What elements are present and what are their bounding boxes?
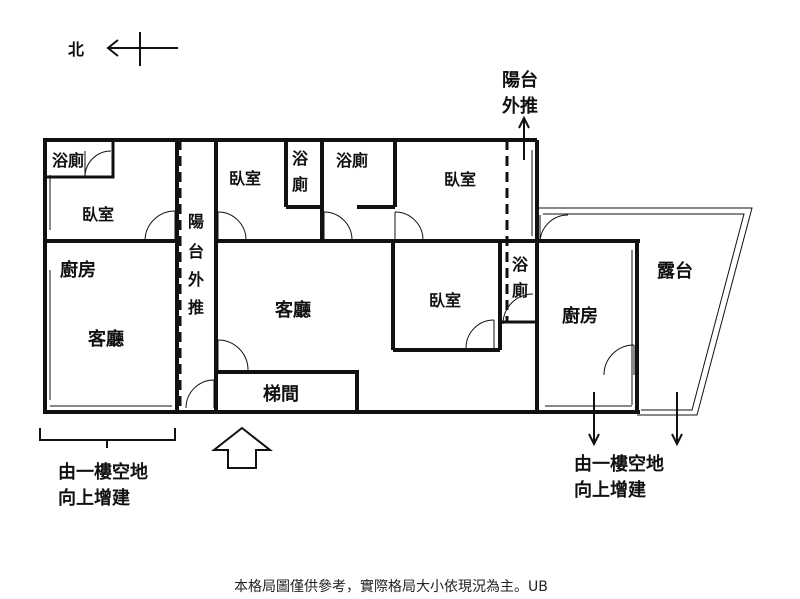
svg-text:由一樓空地: 由一樓空地	[58, 461, 148, 483]
main-unit-doors	[185, 211, 635, 409]
room-label-bedroom-right-top: 臥室	[444, 170, 476, 189]
svg-text:向上增建: 向上增建	[58, 487, 130, 509]
north-arrow-icon	[106, 32, 178, 66]
balcony-push-left-label: 陽 台 外 推	[187, 212, 204, 317]
extension-bracket-left	[39, 428, 176, 441]
room-label-bath-mid-small: 浴 廁	[292, 149, 309, 194]
compass-label: 北	[68, 40, 84, 59]
svg-text:由一樓空地: 由一樓空地	[574, 453, 664, 475]
room-label-bedroom-mid: 臥室	[229, 169, 261, 188]
room-label-bedroom-center: 臥室	[429, 291, 461, 310]
note-balcony-push-top: 陽台 外推	[502, 69, 538, 117]
svg-text:外推: 外推	[502, 95, 538, 117]
main-unit-walls	[177, 138, 640, 414]
arrow-up-icon	[518, 115, 530, 160]
svg-text:陽台: 陽台	[502, 69, 538, 91]
svg-text:台: 台	[188, 242, 204, 261]
svg-text:廁: 廁	[292, 175, 308, 194]
room-label-bath-left: 浴廁	[52, 151, 84, 170]
terrace-outline	[537, 207, 753, 416]
entrance-arrow-icon	[211, 426, 273, 469]
left-unit-walls	[43, 138, 179, 414]
room-label-kitchen-right: 廚房	[562, 305, 598, 327]
left-unit-doors	[84, 150, 176, 242]
room-label-living-center: 客廳	[275, 299, 311, 321]
room-label-bath-right-small: 浴 廁	[512, 255, 529, 300]
svg-text:推: 推	[188, 298, 204, 317]
room-label-bedroom-left: 臥室	[82, 205, 114, 224]
room-label-kitchen-left: 廚房	[60, 259, 96, 281]
note-extension-left: 由一樓空地 向上增建	[58, 461, 148, 509]
room-label-stair: 梯間	[263, 383, 299, 405]
svg-text:外: 外	[187, 270, 204, 289]
footer-disclaimer: 本格局圖僅供參考，實際格局大小依現況為主。UB	[234, 578, 548, 595]
note-extension-right: 由一樓空地 向上增建	[574, 453, 664, 501]
room-label-terrace: 露台	[657, 260, 693, 282]
svg-text:陽: 陽	[188, 212, 204, 231]
room-label-bath-mid: 浴廁	[336, 151, 368, 170]
svg-text:浴: 浴	[292, 149, 309, 168]
arrow-down-icon	[588, 392, 683, 447]
svg-text:廁: 廁	[512, 281, 528, 300]
svg-text:向上增建: 向上增建	[574, 479, 646, 501]
room-label-living-left: 客廳	[88, 328, 124, 350]
svg-text:浴: 浴	[512, 255, 529, 274]
